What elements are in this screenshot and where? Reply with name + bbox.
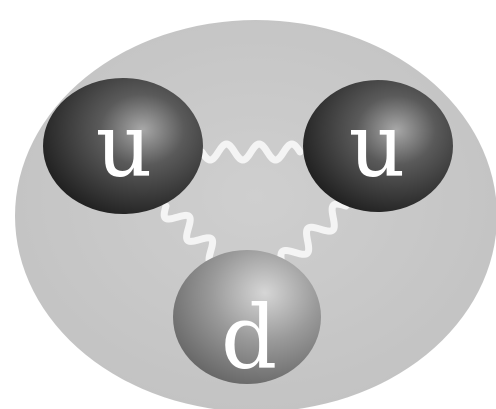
up-quark-label-right: u xyxy=(349,94,406,197)
up-quark-sphere-right xyxy=(303,80,453,212)
gluon-line-top xyxy=(198,140,304,164)
up-quark-sphere-left xyxy=(43,78,203,214)
down-quark-label: d xyxy=(221,286,277,389)
gluon-line-right xyxy=(277,200,350,268)
down-quark-sphere xyxy=(173,250,321,384)
gluon-line-left xyxy=(160,202,226,268)
up-quark-label-left: u xyxy=(96,94,153,197)
